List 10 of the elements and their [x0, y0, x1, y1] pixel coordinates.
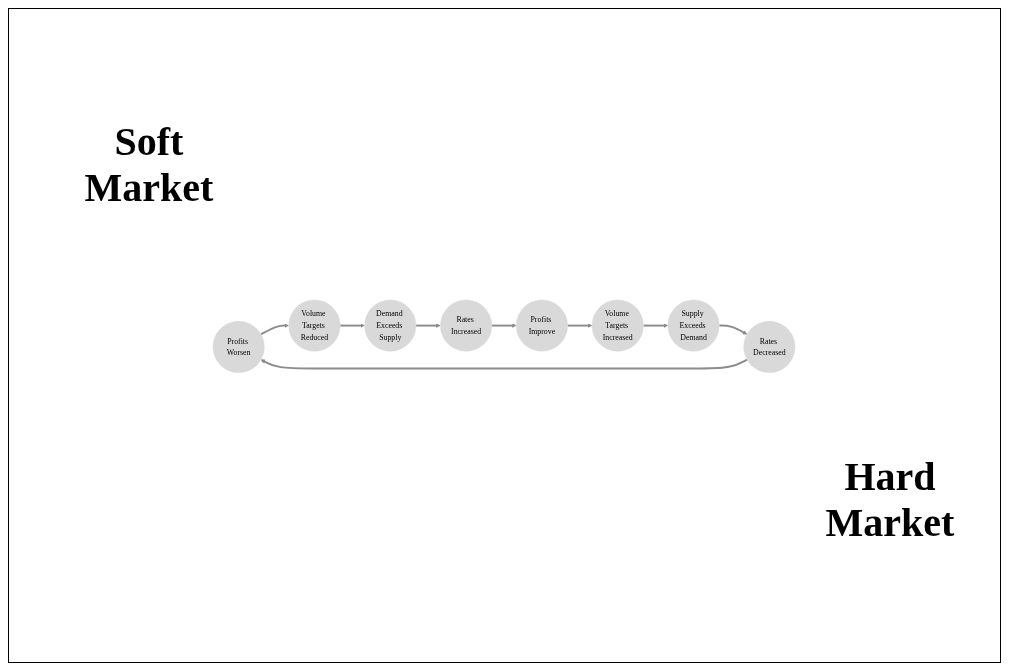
- arrow: [339, 323, 365, 328]
- arrow: [566, 323, 593, 328]
- arrow: [260, 358, 748, 370]
- arrow: [260, 323, 289, 336]
- market-phase-label: Hard Market: [824, 454, 956, 546]
- market-phase-label: Soft Market: [83, 119, 215, 211]
- arrow: [642, 323, 669, 328]
- arrow: [490, 323, 517, 328]
- arrow: [718, 324, 748, 335]
- arrow: [414, 323, 441, 328]
